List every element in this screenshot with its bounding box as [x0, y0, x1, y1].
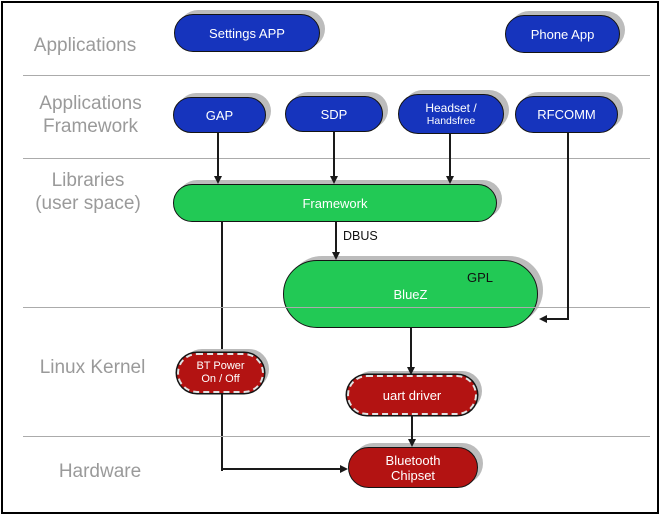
divider-libraries [23, 307, 650, 308]
node-label: Handsfree [426, 114, 476, 127]
node-bluez: GPL BlueZ [283, 260, 538, 328]
layer-label-hardware: Hardware [20, 460, 180, 483]
layer-label-line: Applications [39, 93, 142, 114]
layer-label-line: Hardware [58, 461, 142, 482]
arrowhead-sdp [330, 176, 338, 184]
diagram-border [1, 1, 659, 514]
dbus-label: DBUS [343, 229, 378, 243]
edge-gap-to-framework [217, 133, 219, 178]
layer-label-libraries: Libraries (user space) [8, 169, 168, 215]
edge-uart-to-chipset [411, 415, 413, 440]
edge-bluez-to-uart [410, 328, 412, 368]
arrowhead-gap [214, 176, 222, 184]
layer-label-line: Applications [33, 35, 137, 56]
node-settings-app: Settings APP [174, 14, 320, 52]
arrowhead-chipset [408, 439, 416, 447]
arrowhead-dbus [332, 252, 340, 260]
node-label: Settings APP [209, 25, 285, 41]
edge-framework-to-chipset-vertical [221, 222, 223, 471]
node-gap: GAP [173, 97, 266, 133]
node-label: On / Off [201, 373, 240, 385]
arrowhead-uart [407, 367, 415, 375]
layer-label-line: (user space) [35, 193, 141, 214]
edge-framework-to-chipset-horizontal [221, 468, 341, 470]
divider-framework [23, 158, 650, 159]
layer-label-applications: Applications [5, 34, 165, 57]
layer-label-line: Linux Kernel [39, 357, 146, 378]
edge-rfcomm-vertical [567, 133, 569, 320]
edge-rfcomm-horizontal [546, 318, 569, 320]
node-label: BlueZ [393, 286, 428, 302]
layer-label-linux-kernel: Linux Kernel [10, 356, 175, 379]
node-label: Framework [302, 195, 368, 211]
node-phone-app: Phone App [505, 15, 620, 53]
arrowhead-into-chipset-left [340, 465, 348, 473]
node-label: BT Power [196, 360, 245, 372]
node-bluetooth-chipset: Bluetooth Chipset [348, 447, 478, 488]
edge-headset-to-framework [449, 134, 451, 178]
edge-framework-to-bluez [335, 222, 337, 253]
node-framework: Framework [173, 184, 497, 222]
gpl-badge: GPL [466, 270, 493, 285]
layer-label-applications-framework: Applications Framework [8, 92, 173, 138]
node-bt-power: BT Power On / Off [177, 353, 264, 393]
node-label: Headset / [425, 100, 477, 115]
edge-sdp-to-framework [333, 132, 335, 178]
arrowhead-into-bluez-right [539, 315, 547, 323]
divider-kernel [23, 436, 650, 437]
node-label: Phone App [530, 26, 595, 42]
node-label: Bluetooth [385, 452, 441, 468]
node-label: GAP [205, 107, 234, 123]
divider-applications [23, 75, 650, 76]
node-uart-driver: uart driver [347, 375, 477, 415]
node-label: SDP [320, 106, 348, 122]
node-rfcomm: RFCOMM [515, 96, 618, 133]
arrowhead-headset [446, 176, 454, 184]
node-label: Chipset [390, 467, 436, 483]
node-headset-handsfree: Headset / Handsfree [398, 94, 504, 134]
layer-label-line: Libraries [51, 170, 125, 191]
node-label: RFCOMM [537, 107, 596, 122]
layer-label-line: Framework [42, 116, 138, 137]
node-label: uart driver [382, 387, 442, 403]
node-sdp: SDP [285, 96, 383, 132]
